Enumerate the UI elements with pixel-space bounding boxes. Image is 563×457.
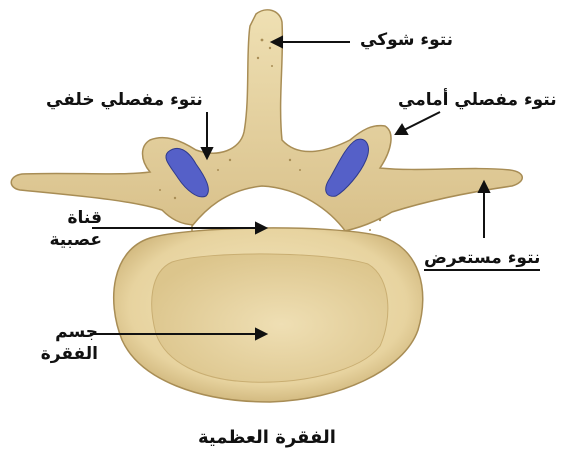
label-transverse-process: نتوء مستعرض	[424, 248, 540, 271]
label-vertebral-body-line1: جسم	[40, 322, 98, 342]
vertebral-body-inner	[152, 254, 388, 382]
label-inferior-articular-process: نتوء مفصلي خلفي	[46, 90, 203, 110]
label-superior-articular-process: نتوء مفصلي أمامي	[398, 90, 557, 110]
label-neural-canal-line2: عصبية	[30, 230, 102, 250]
label-vertebral-body-line2: الفقرة	[30, 344, 98, 364]
label-spinous-process: نتوء شوكي	[360, 30, 453, 50]
arrow-superior-articular	[404, 112, 440, 130]
figure-caption: الفقرة العظمية	[198, 428, 336, 448]
label-neural-canal-line1: قناة	[42, 208, 102, 228]
